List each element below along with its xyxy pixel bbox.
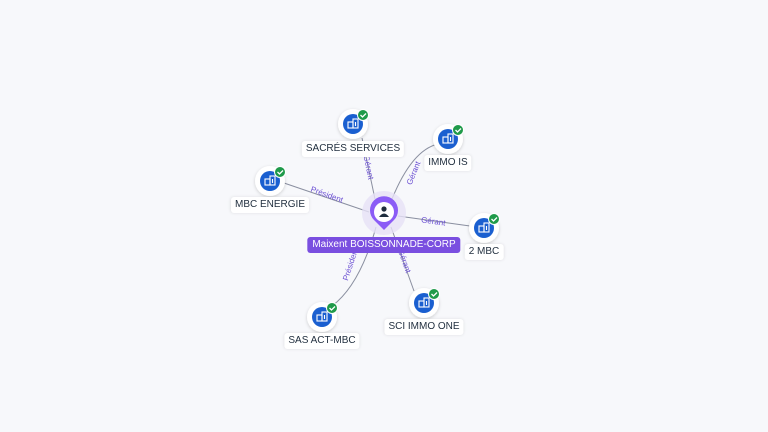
company-node[interactable] <box>338 109 369 139</box>
building-icon <box>347 118 359 129</box>
edge-role-label: Gérant <box>362 155 376 182</box>
person-node[interactable] <box>362 191 406 235</box>
check-icon <box>274 166 286 178</box>
building-icon <box>478 222 490 233</box>
company-label[interactable]: 2 MBC <box>464 244 504 260</box>
company-label[interactable]: SCI IMMO ONE <box>384 319 464 335</box>
person-marker-inner <box>374 202 394 222</box>
building-icon <box>418 297 430 308</box>
company-node[interactable] <box>433 124 464 154</box>
edge-line <box>391 143 439 200</box>
edge-line <box>283 182 370 213</box>
check-icon <box>357 109 369 121</box>
company-label[interactable]: SAS ACT-MBC <box>284 333 360 349</box>
company-label[interactable]: MBC ENERGIE <box>230 197 310 213</box>
nodes-layer <box>255 109 500 332</box>
check-icon <box>452 124 464 136</box>
check-icon <box>326 302 338 314</box>
edge-line <box>397 215 471 227</box>
edge-role-label: Gérant <box>405 159 423 186</box>
company-label[interactable]: IMMO IS <box>424 155 472 171</box>
building-icon <box>264 175 276 186</box>
person-icon <box>379 206 389 217</box>
person-label[interactable]: Maixent BOISSONNADE-CORP <box>307 237 461 253</box>
company-node[interactable] <box>469 213 500 243</box>
company-label[interactable]: SACRÉS SERVICES <box>301 141 405 157</box>
relationship-edge: Gérant <box>397 215 471 228</box>
building-icon <box>442 133 454 144</box>
company-node[interactable] <box>409 288 440 318</box>
check-icon <box>428 288 440 300</box>
company-node[interactable] <box>255 166 286 196</box>
check-icon <box>488 213 500 225</box>
edge-role-label: Président <box>309 185 345 205</box>
edge-role-label: Gérant <box>421 215 447 227</box>
company-node[interactable] <box>307 302 338 332</box>
building-icon <box>316 311 328 322</box>
